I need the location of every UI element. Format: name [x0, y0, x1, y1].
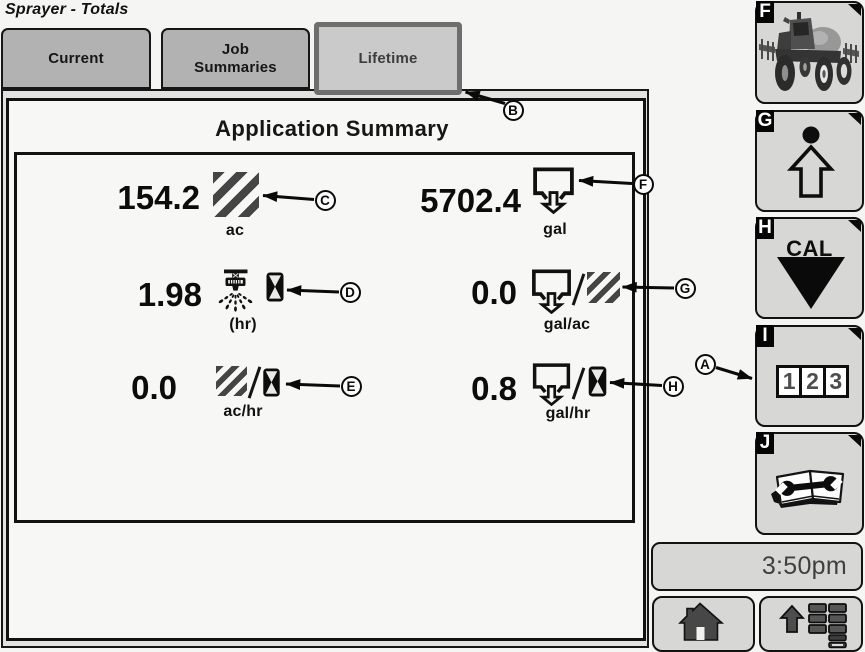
keypad-digit: 3 [829, 368, 843, 394]
tab-current-label: Current [48, 49, 104, 67]
stats-box [14, 152, 635, 523]
keypad-digit: 2 [802, 368, 826, 395]
sidebar-button-f[interactable]: F [755, 1, 864, 104]
stat-achr-unit: ac/hr [223, 403, 263, 420]
stat-volume-unit: gal [543, 221, 567, 238]
tank-icon [532, 363, 571, 406]
sprayer-vehicle-icon [759, 12, 859, 91]
callout-d: D [339, 282, 361, 303]
stat-galhr-value: 0.8 [471, 370, 517, 407]
button-key-label: F [756, 1, 774, 23]
cal-label: CAL [786, 236, 833, 261]
corner-notch [848, 113, 861, 125]
sidebar-button-i[interactable]: I 1 2 3 [755, 325, 864, 427]
callout-letter: H [668, 379, 678, 394]
callout-letter: B [508, 102, 518, 118]
area-icon [587, 272, 620, 303]
callout-g: G [674, 277, 696, 299]
stat-volume-value: 5702.4 [420, 182, 521, 219]
button-key-label: G [756, 110, 774, 132]
page-title: Sprayer - Totals [5, 1, 129, 18]
tank-icon [533, 167, 574, 214]
page-list-icon [808, 603, 847, 649]
button-key-label: I [756, 325, 774, 347]
tank-icon [532, 269, 571, 314]
application-summary-heading: Application Summary [215, 116, 449, 141]
sprayer-nozzle-icon [218, 269, 253, 312]
tab-current[interactable]: Current [1, 28, 151, 89]
tab-lifetime-label: Lifetime [358, 49, 418, 67]
callout-e: E [340, 376, 362, 397]
service-manual-icon [771, 469, 845, 508]
menu-up-arrow-icon [778, 603, 847, 649]
callout-letter: G [679, 280, 691, 296]
stat-galac-value: 0.0 [471, 274, 517, 311]
up-arrow-dot-icon [786, 126, 836, 198]
stat-area-value: 154.2 [117, 179, 200, 216]
time-text: 3:50pm [761, 552, 847, 580]
keypad-digit: 1 [779, 368, 803, 395]
home-icon [678, 602, 725, 641]
button-key-label: H [756, 217, 774, 239]
stat-galhr-unit: gal/hr [545, 405, 591, 422]
callout-f: F [632, 174, 654, 195]
button-key-label: J [756, 432, 774, 454]
hourglass-icon [266, 272, 284, 302]
callout-letter: C [320, 193, 330, 208]
corner-notch [848, 220, 861, 232]
tab-lifetime[interactable]: Lifetime [314, 22, 462, 95]
sidebar-button-g[interactable]: G [755, 110, 864, 212]
stat-achr-value: 0.0 [131, 369, 177, 406]
sidebar-button-j[interactable]: J [755, 432, 864, 535]
area-icon [213, 172, 259, 217]
callout-letter: F [638, 177, 648, 192]
callout-letter: A [700, 356, 710, 372]
time-display: 3:50pm [651, 542, 863, 591]
totals-panel [6, 98, 646, 641]
corner-notch [848, 328, 861, 340]
home-button[interactable] [652, 596, 755, 652]
stat-hours-unit: (hr) [229, 316, 257, 333]
tab-job-summaries[interactable]: Job Summaries [161, 28, 310, 89]
cal-down-triangle-icon [777, 257, 845, 309]
stat-area-unit: ac [225, 222, 245, 239]
area-icon [216, 366, 247, 396]
sidebar-button-h[interactable]: H CAL [755, 217, 864, 319]
callout-b: B [502, 99, 524, 121]
stat-hours-value: 1.98 [137, 276, 202, 313]
hourglass-icon [263, 368, 280, 397]
corner-notch [848, 435, 861, 447]
callout-letter: D [345, 285, 355, 300]
stat-galac-unit: gal/ac [543, 316, 591, 333]
tab-job-summaries-label: Job Summaries [194, 40, 277, 76]
callout-a: A [694, 353, 716, 375]
callout-h: H [662, 376, 684, 397]
numeric-keypad-icon: 1 2 3 [776, 365, 849, 398]
hourglass-icon [588, 366, 607, 397]
callout-c: C [314, 190, 336, 211]
run-page-menu-button[interactable] [759, 596, 863, 652]
corner-notch [848, 4, 861, 16]
callout-letter: E [346, 379, 356, 394]
